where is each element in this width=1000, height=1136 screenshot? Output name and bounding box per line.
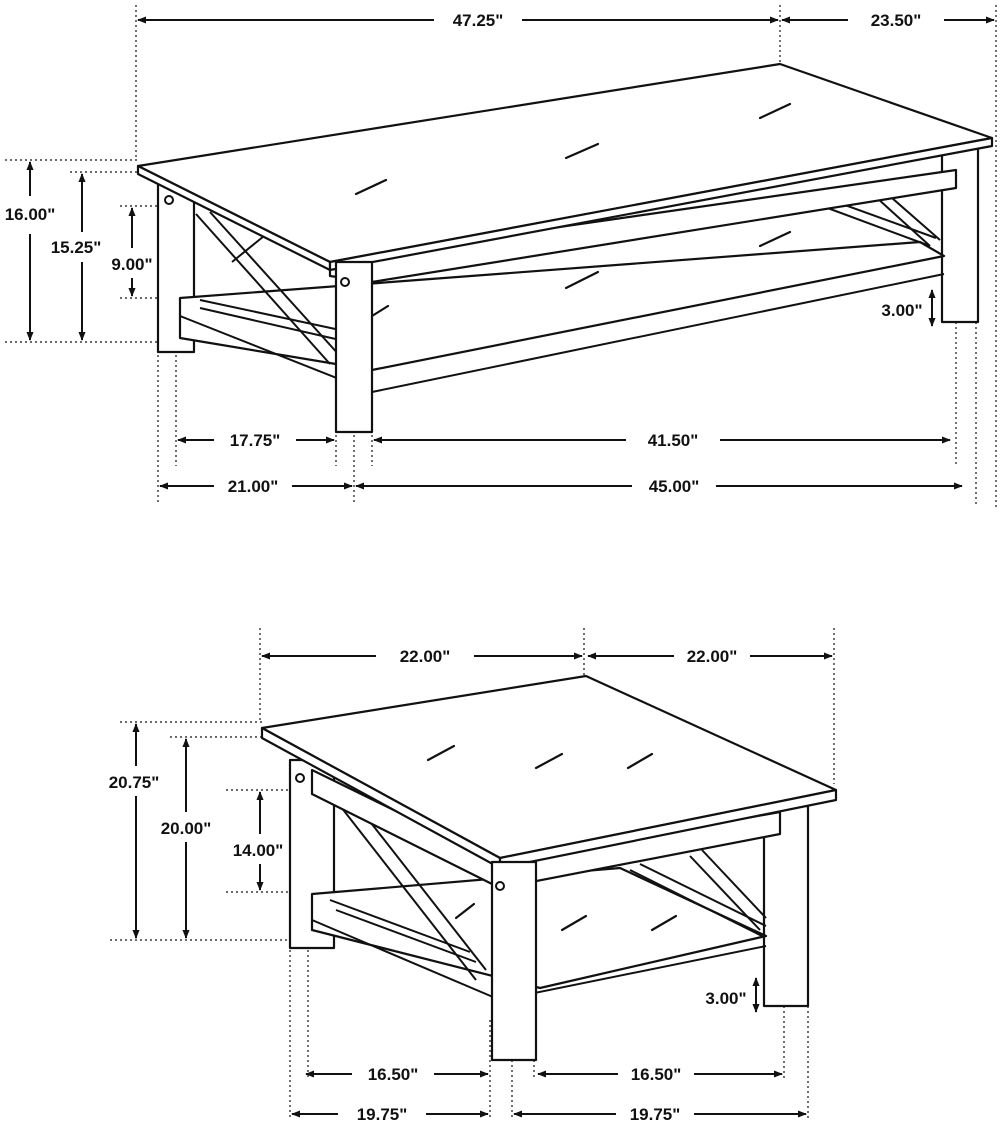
end-shelf-height-label: 3.00" [705, 989, 746, 1008]
end-shelf-clearance-label: 14.00" [233, 841, 284, 860]
coffee-table-drawing [5, 5, 997, 510]
coffee-table-apron [328, 168, 958, 284]
coffee-height-frame-label: 15.25" [51, 238, 102, 257]
end-table-shelf [310, 866, 768, 990]
coffee-outer-width-label: 45.00" [649, 477, 700, 496]
coffee-shelf-clearance-label: 9.00" [111, 255, 152, 274]
end-height-total-label: 20.75" [109, 773, 160, 792]
end-table-labels: 22.00" 22.00" 20.75" 20.00" 14.00" 3.00"… [109, 647, 747, 1124]
end-width-top-label: 22.00" [687, 647, 738, 666]
end-table-extension-lines [110, 628, 835, 1120]
end-height-frame-label: 20.00" [161, 819, 212, 838]
coffee-depth-top-label: 23.50" [871, 11, 922, 30]
end-depth-top-label: 22.00" [400, 647, 451, 666]
end-inner-width-label: 16.50" [631, 1065, 682, 1084]
coffee-table-front-leg [334, 260, 374, 434]
end-table-drawing [110, 628, 838, 1120]
coffee-shelf-height-label: 3.00" [881, 301, 922, 320]
end-inner-depth-label: 16.50" [368, 1065, 419, 1084]
end-table-dimension-lines [132, 652, 833, 1118]
coffee-width-top-label: 47.25" [453, 11, 504, 30]
coffee-table-dimension-lines [26, 16, 995, 490]
coffee-table-extension-lines [5, 5, 997, 510]
end-outer-width-label: 19.75" [630, 1105, 681, 1124]
coffee-table-labels: 47.25" 23.50" 16.00" 15.25" 9.00" 3.00" … [5, 11, 923, 496]
coffee-inner-width-label: 41.50" [648, 431, 699, 450]
end-outer-depth-label: 19.75" [357, 1105, 408, 1124]
coffee-outer-depth-label: 21.00" [228, 477, 279, 496]
coffee-height-total-label: 16.00" [5, 205, 56, 224]
end-table-front-leg [490, 860, 538, 1062]
coffee-inner-depth-label: 17.75" [230, 431, 281, 450]
